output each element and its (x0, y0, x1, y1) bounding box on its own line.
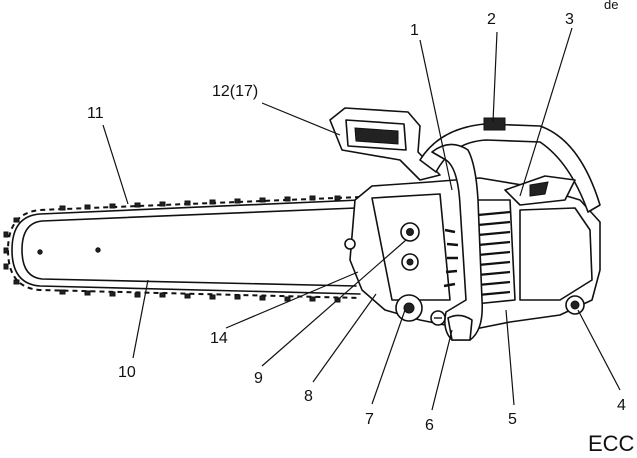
callout-3: 3 (565, 11, 574, 28)
fuel-tank-cap (565, 295, 585, 315)
guide-bar (11, 199, 361, 295)
callout-10: 10 (118, 364, 136, 381)
choke-knob (430, 310, 446, 326)
sprocket-cover (344, 222, 420, 271)
callout-5: 5 (508, 411, 517, 428)
callout-2: 2 (487, 11, 496, 28)
callout-1: 1 (410, 22, 419, 39)
callout-4: 4 (617, 397, 626, 414)
callout-6: 6 (425, 417, 434, 434)
callout-7: 7 (365, 411, 374, 428)
callout-8: 8 (304, 388, 313, 405)
callout-11: 11 (87, 105, 104, 122)
front-handle (431, 143, 484, 341)
callout-14: 14 (210, 330, 228, 347)
bar-rivet (37, 249, 43, 255)
corner-text-bottom: ECC (588, 431, 635, 453)
top-handle (419, 117, 601, 213)
oil-tank-cap (395, 294, 423, 322)
corner-text-top: de (604, 0, 618, 12)
leader-lines (102, 27, 621, 411)
callout-labels: 1 2 3 4 5 6 7 8 9 10 11 12(17) 14 (87, 11, 626, 434)
bar-rivet (95, 247, 101, 253)
throttle-trigger (504, 175, 576, 206)
chain-brake-lever (329, 107, 441, 181)
callout-12: 12(17) (212, 83, 258, 100)
callout-9: 9 (254, 370, 263, 387)
